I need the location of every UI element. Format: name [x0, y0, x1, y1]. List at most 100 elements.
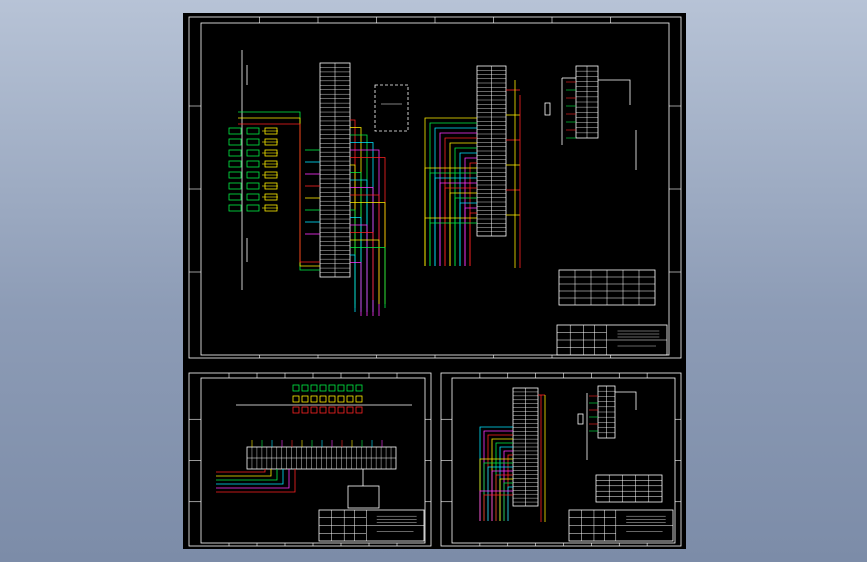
indicator-lamp: [228, 182, 242, 190]
strip-a-wire: [350, 239, 380, 304]
indicator-lamp: [337, 395, 345, 403]
strip-wire: [499, 446, 513, 521]
strip-b-wire: [454, 197, 477, 266]
strip-b-wire: [469, 162, 477, 266]
indicator-lamp: [292, 395, 300, 403]
title-block-lower-left: [318, 509, 425, 542]
indicator-lamp: [328, 406, 336, 414]
indicator-lamp: [292, 406, 300, 414]
sheet-lower-left-inner-border: [200, 377, 426, 544]
indicator-lamp: [346, 406, 354, 414]
indicator-lamp: [228, 193, 242, 201]
strip-b-wire: [454, 147, 477, 266]
indicator-lamp: [228, 138, 242, 146]
indicator-lamp: [246, 204, 260, 212]
strip-a-wire: [350, 217, 362, 312]
strip-b-wire: [434, 127, 477, 266]
strip-wire: [479, 490, 513, 521]
sheet-lower-left-frame: [188, 372, 432, 547]
strip-b-wire: [449, 142, 477, 266]
drawing-canvas[interactable]: [183, 13, 686, 549]
indicator-lamp: [346, 384, 354, 392]
terminal-strip-main-b: [476, 65, 507, 237]
strip-wire: [487, 466, 513, 521]
parts-table-lower-right: [595, 474, 663, 503]
strip-a-wire: [350, 187, 374, 316]
strip-a-wire: [350, 179, 368, 312]
indicator-lamp: [355, 395, 363, 403]
indicator-lamp: [310, 406, 318, 414]
title-block-lower-right: [568, 509, 674, 542]
strip-wire: [503, 450, 513, 521]
title-block-main: [556, 324, 668, 356]
device-box-lower-left: [347, 485, 380, 509]
indicator-lamp: [328, 384, 336, 392]
device-box-main-outline: [374, 84, 409, 132]
feeder-wire: [238, 117, 320, 267]
strip-a-wire: [350, 254, 356, 312]
indicator-lamp: [346, 395, 354, 403]
indicator-lamp: [228, 149, 242, 157]
indicator-lamp: [337, 384, 345, 392]
strip-wire: [507, 486, 513, 521]
indicator-lamp: [246, 182, 260, 190]
resistor-symbol: [544, 102, 551, 116]
strip-b-wire: [464, 157, 477, 266]
wiring-lower-right: [479, 391, 637, 522]
device-box-main: [374, 84, 409, 132]
strip-b-wire: [434, 177, 477, 266]
indicator-lamp: [355, 384, 363, 392]
control-wire: [615, 391, 637, 410]
strip-a-wire: [350, 149, 380, 316]
strip-a-wire: [350, 134, 368, 308]
strip-a-wire: [350, 262, 362, 316]
resistor-symbol: [577, 413, 584, 425]
field-wire: [216, 469, 296, 493]
strip-wire: [491, 470, 513, 521]
strip-b-wire: [464, 207, 477, 266]
strip-b-wire: [449, 192, 477, 266]
feeder-wire: [238, 111, 320, 271]
strip-wire: [499, 478, 513, 521]
indicator-lamp: [337, 406, 345, 414]
indicator-lamp: [246, 160, 260, 168]
terminal-strip-lower-right-a: [512, 387, 539, 507]
strip-b-wire: [424, 217, 477, 266]
strip-b-wire: [459, 152, 477, 266]
indicator-lamp: [301, 395, 309, 403]
indicator-lamp: [310, 384, 318, 392]
terminal-strip-main-c: [575, 65, 599, 139]
sheet-lower-right-frame: [440, 372, 682, 547]
indicator-lamp: [246, 138, 260, 146]
strip-wire: [483, 494, 513, 521]
terminal-strip-lower-right-b: [597, 385, 616, 439]
terminal-strip-lower-left: [246, 446, 397, 470]
indicator-lamp: [246, 171, 260, 179]
indicator-lamp: [319, 406, 327, 414]
field-wire: [216, 469, 278, 481]
device-box-lower-left: [347, 485, 380, 509]
parts-table-main: [558, 269, 656, 306]
control-wire: [598, 79, 631, 105]
strip-b-wire: [439, 182, 477, 266]
strip-wire: [503, 482, 513, 521]
strip-a-wire: [350, 247, 386, 308]
strip-a-wire: [350, 224, 368, 316]
strip-wire: [507, 454, 513, 521]
wiring-main: [228, 50, 637, 316]
strip-a-wire: [350, 232, 374, 300]
indicator-lamp: [319, 384, 327, 392]
indicator-lamp: [246, 193, 260, 201]
indicator-lamp: [292, 384, 300, 392]
indicator-lamp: [301, 384, 309, 392]
indicator-lamp: [228, 171, 242, 179]
strip-b-wire: [459, 202, 477, 266]
indicator-lamp: [301, 406, 309, 414]
indicator-lamp: [228, 127, 242, 135]
indicator-lamp: [355, 406, 363, 414]
field-wire: [216, 469, 272, 477]
sheet-main-frame: [188, 16, 682, 359]
feeder-wire: [238, 123, 320, 263]
terminal-strip-main-a: [319, 62, 351, 278]
indicator-lamp: [246, 149, 260, 157]
